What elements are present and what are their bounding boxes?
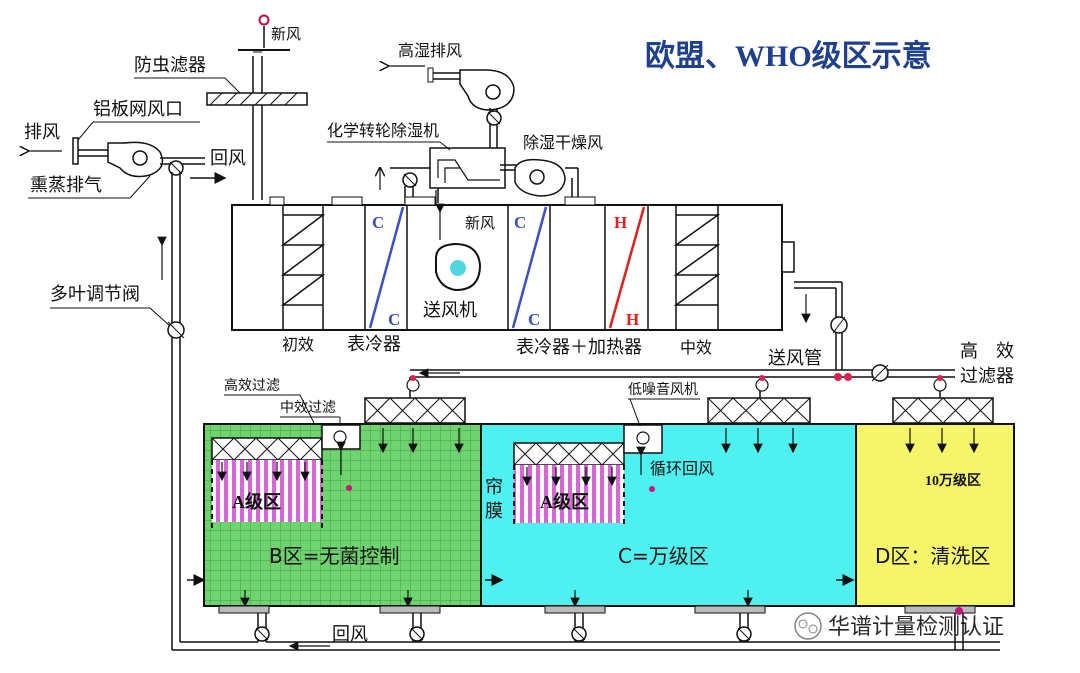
zone-d-label: D区：清洗区 [875, 544, 990, 568]
coil-label-c4: C [528, 310, 540, 329]
zone-a-c [513, 424, 663, 528]
coil-label-c1: C [372, 213, 384, 232]
fresh-air-label: 新风 [271, 25, 301, 43]
insect-filter-label: 防虫滤器 [134, 55, 206, 76]
hepa-label-line1: 高 效 [960, 341, 1014, 362]
medium-filter-label: 中效 [680, 338, 712, 357]
supply-duct-label: 送风管 [768, 348, 822, 369]
supply-duct [406, 281, 955, 398]
zone-b-label: B区=无菌控制 [269, 544, 399, 568]
cooler-label: 表冷器 [347, 334, 401, 355]
high-humidity-exhaust-label: 高湿排风 [398, 41, 462, 60]
zone-d [855, 423, 1015, 607]
recirculation-label: 循环回风 [650, 459, 714, 478]
cooler-heater-label: 表冷器＋加热器 [516, 337, 642, 358]
zone-c-label: C=万级区 [618, 544, 709, 568]
watermark: 华谱计量检测认证 [794, 612, 1004, 640]
zone-a-label-2: A级区 [540, 491, 589, 512]
curtain-label-1: 帘 [485, 477, 503, 498]
watermark-text: 华谱计量检测认证 [828, 615, 1004, 640]
heater-label-h1: H [614, 213, 627, 232]
fresh-air-intake [206, 14, 308, 200]
coil-label-c2: C [388, 310, 400, 329]
return-air-top-label: 回风 [210, 148, 246, 169]
pre-filter-label: 初效 [282, 335, 314, 354]
hepa-label-line2: 过滤器 [960, 366, 1014, 387]
fumigation-exhaust-label: 熏蒸排气 [30, 175, 102, 196]
low-noise-fan-label: 低噪音风机 [628, 381, 698, 398]
chemical-wheel-dehumidifier-label: 化学转轮除湿机 [327, 121, 439, 140]
desiccant-dehumidifier [390, 147, 520, 203]
hepa-boxes [364, 397, 994, 424]
dehumidified-dry-air-label: 除湿干燥风 [523, 133, 603, 152]
zone-a-label-1: A级区 [232, 491, 281, 512]
multi-leaf-damper-label: 多叶调节阀 [50, 284, 140, 305]
zone-a-b [211, 424, 361, 530]
air-handling-unit [231, 196, 795, 331]
exhaust-label: 排风 [24, 122, 60, 143]
multi-leaf-damper [167, 321, 185, 339]
class-100k-label: 10万级区 [925, 472, 981, 489]
exhaust-fan [72, 137, 205, 178]
aluminum-mesh-label: 铝板网风口 [93, 99, 183, 120]
coil-label-c3: C [514, 213, 526, 232]
medium-filter-small-label: 中效过滤 [280, 400, 336, 416]
heater-label-h2: H [626, 310, 639, 329]
bottom-return-duct [172, 605, 1000, 651]
airflow-arrows [187, 428, 979, 608]
high-humidity-exhaust-fan [427, 67, 515, 150]
dry-air-fan [514, 158, 579, 203]
curtain-label-2: 膜 [485, 501, 503, 522]
ahu-fresh-air-label: 新风 [465, 214, 495, 232]
supply-fan-label: 送风机 [423, 300, 477, 321]
hepa-filter-small-label: 高效过滤 [224, 377, 280, 394]
diagram-title: 欧盟、WHO级区示意 [645, 39, 932, 73]
return-air-bottom-label: 回风 [332, 624, 368, 645]
